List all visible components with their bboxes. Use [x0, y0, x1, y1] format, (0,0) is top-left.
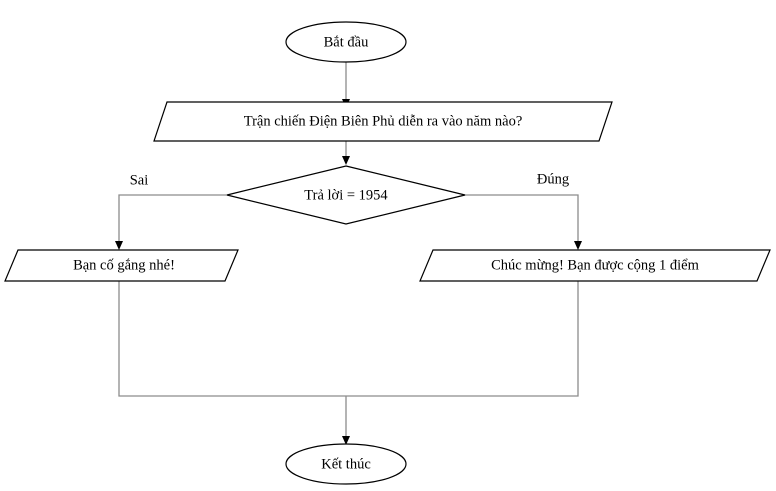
- edge-label-false: Sai: [130, 172, 149, 188]
- node-correct-shape[interactable]: [419, 249, 771, 282]
- node-decision-shape[interactable]: [226, 165, 466, 225]
- connector-decision-false-to-wrong: [118, 194, 227, 243]
- node-end-shape[interactable]: [285, 443, 407, 485]
- connector-wrong-to-merge: [118, 281, 346, 397]
- edge-label-true: Đúng: [537, 171, 569, 187]
- arrowhead-merge-to-end: [342, 436, 350, 445]
- node-wrong-shape[interactable]: [4, 249, 239, 282]
- node-wrong-label: Bạn cố gắng nhé!: [73, 257, 175, 273]
- arrowhead-decision-false-to-wrong: [115, 241, 123, 250]
- node-end-label: Kết thúc: [321, 456, 371, 472]
- node-correct-label: Chúc mừng! Bạn được cộng 1 điểm: [491, 257, 700, 273]
- arrowhead-question-to-decision: [342, 156, 350, 165]
- node-question-label: Trận chiến Điện Biên Phủ diễn ra vào năm…: [244, 113, 523, 129]
- node-start-label: Bắt đầu: [324, 34, 369, 50]
- connector-correct-to-merge: [346, 281, 579, 397]
- arrowhead-decision-true-to-correct: [574, 241, 582, 250]
- connector-decision-true-to-correct: [465, 194, 579, 243]
- node-decision-label: Trả lời = 1954: [304, 187, 388, 203]
- node-start-shape[interactable]: [285, 21, 407, 63]
- node-question-shape[interactable]: [153, 101, 613, 142]
